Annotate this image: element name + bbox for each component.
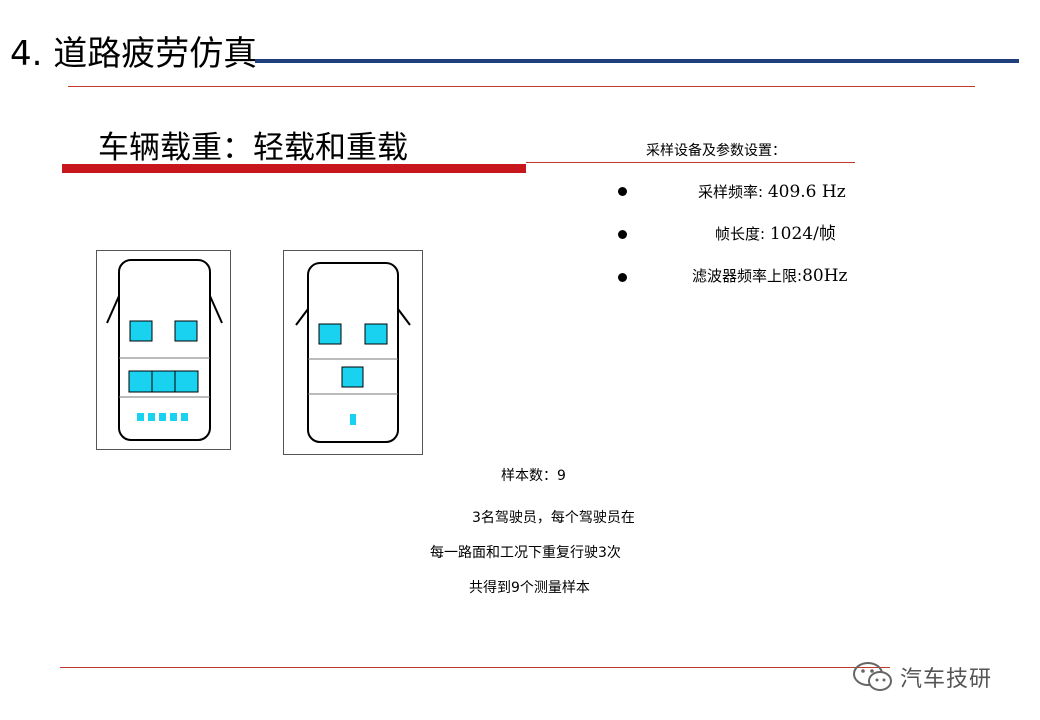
front-seat-right [174, 320, 198, 342]
front-seat-left [129, 320, 153, 342]
heavy-load-figure [96, 250, 231, 450]
footer-divider [60, 667, 890, 668]
watermark-text: 汽车技研 [900, 667, 993, 692]
left-mirror-line [106, 295, 120, 324]
param-value: 409.6 Hz [767, 182, 846, 202]
param-value: 1024/帧 [769, 224, 836, 244]
bullet-icon [618, 187, 627, 196]
bullet-icon [618, 230, 627, 239]
car-body-outline [307, 262, 399, 443]
cargo-load-mark [170, 413, 177, 421]
cargo-load-mark [148, 413, 155, 421]
param-value: 80Hz [802, 266, 848, 286]
param-frame-length: 帧长度: 1024/帧 [715, 223, 836, 245]
sample-count: 样本数：9 [501, 468, 566, 484]
rear-seat [151, 370, 176, 393]
right-mirror-line [209, 295, 223, 324]
car-body-outline [118, 259, 211, 441]
front-seat-right [364, 323, 388, 345]
cargo-load-mark [350, 414, 356, 425]
note-line-1: 3名驾驶员，每个驾驶员在 [472, 510, 635, 526]
note-line-3: 共得到9个测量样本 [469, 580, 590, 596]
section-subtitle: 车辆载重：轻载和重载 [98, 130, 408, 166]
param-filter-upper-limit: 滤波器频率上限:80Hz [692, 265, 847, 287]
note-line-2: 每一路面和工况下重复行驶3次 [430, 545, 621, 561]
cargo-load-mark [181, 413, 188, 421]
title-divider-red [68, 86, 975, 87]
front-seat-left [318, 323, 342, 345]
subtitle-accent-bar [62, 164, 526, 173]
rear-seat [128, 370, 153, 393]
left-mirror-line [295, 308, 309, 326]
title-underline-blue [255, 59, 1019, 63]
sampling-heading: 采样设备及参数设置： [646, 143, 786, 159]
watermark: 汽车技研 [850, 660, 992, 694]
bullet-icon [618, 273, 627, 282]
wechat-icon [853, 662, 892, 691]
heavy-load-car-diagram [106, 259, 223, 441]
sampling-underline [526, 162, 855, 163]
param-sampling-frequency: 采样频率: 409.6 Hz [698, 181, 846, 203]
rear-seat [341, 366, 364, 388]
cargo-load-mark [137, 413, 144, 421]
param-label: 滤波器频率上限: [692, 267, 803, 285]
param-label: 采样频率: [698, 183, 768, 201]
right-mirror-line [397, 308, 411, 326]
rear-seat [174, 370, 199, 393]
light-load-car-diagram [295, 262, 411, 443]
cargo-load-mark [159, 413, 166, 421]
param-label: 帧长度: [715, 225, 770, 243]
light-load-figure [283, 250, 423, 455]
page-title: 4. 道路疲劳仿真 [10, 34, 258, 74]
